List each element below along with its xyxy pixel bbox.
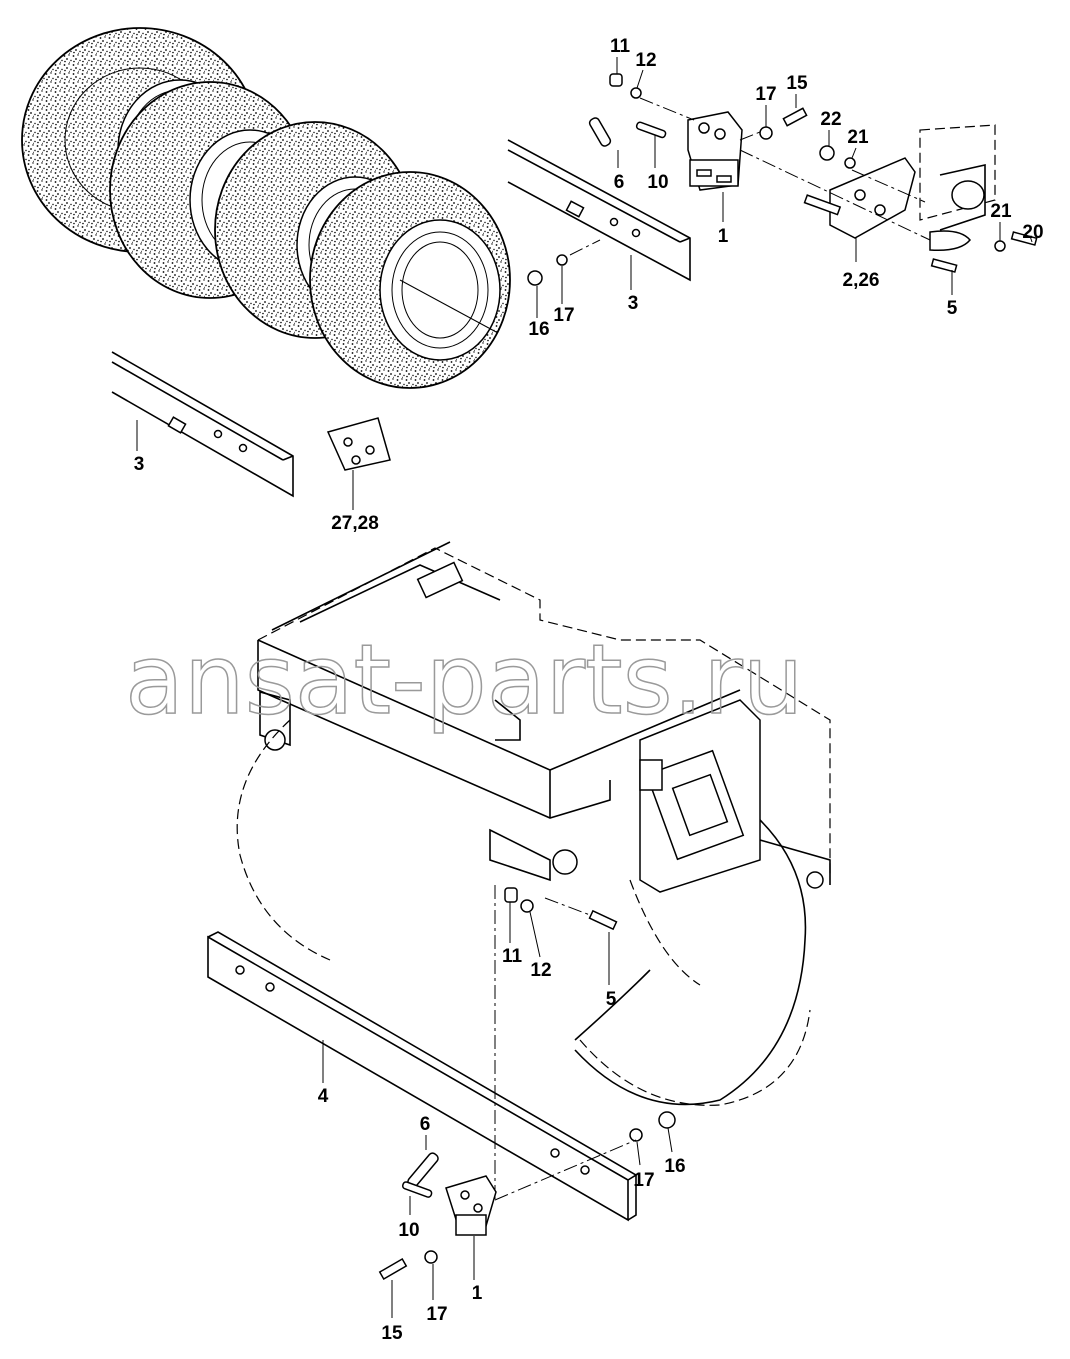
callout-22: 22	[820, 109, 841, 130]
leader-lines	[136, 57, 1033, 1318]
hinge-plate-frame	[639, 699, 831, 893]
scraper-bar-bottom	[207, 931, 638, 1222]
callout-17-bottom-right: 17	[633, 1170, 654, 1191]
callout-16-mid: 16	[528, 319, 549, 340]
callout-17-mid: 17	[553, 305, 574, 326]
frame-phantom	[257, 541, 831, 882]
callout-11-top: 11	[610, 36, 631, 57]
callout-5-top: 5	[947, 298, 958, 319]
scraper-bar-top	[507, 139, 691, 282]
hinge-bracket-top	[687, 111, 743, 191]
callout-labels: 11 12 6 10 1 17 15 22 21 21 20 2,26 5 3 …	[134, 36, 1044, 1344]
callout-16-bottom: 16	[664, 1156, 685, 1177]
callout-10-bottom: 10	[398, 1220, 419, 1241]
callout-17-top: 17	[755, 84, 776, 105]
callout-6-bottom: 6	[420, 1114, 431, 1135]
scraper-bar-left	[111, 351, 294, 498]
callout-11-bottom: 11	[502, 946, 523, 967]
callout-5-bottom: 5	[606, 989, 617, 1010]
callout-2-26: 2,26	[843, 270, 880, 291]
tire-4	[309, 171, 511, 389]
callout-17-bottom: 17	[426, 1304, 447, 1325]
assembly-lines-top	[569, 97, 931, 256]
callout-3-mid: 3	[628, 293, 639, 314]
callout-12-bottom: 12	[530, 960, 551, 981]
tire-stack	[21, 27, 511, 389]
callout-12-top: 12	[635, 50, 656, 71]
callout-1-top: 1	[718, 226, 729, 247]
watermark-text: ansat-parts.ru	[125, 624, 804, 736]
hinge-bracket-bottom	[378, 1111, 676, 1280]
callout-4: 4	[318, 1086, 329, 1107]
callout-15-top: 15	[786, 73, 808, 94]
frame-stub-top	[919, 124, 996, 231]
plate-27-28	[326, 417, 391, 471]
callout-21-b: 21	[990, 201, 1012, 222]
callout-27-28: 27,28	[331, 513, 379, 534]
callout-20: 20	[1022, 222, 1043, 243]
callout-10-top: 10	[647, 172, 668, 193]
pins-and-fasteners-top	[527, 73, 1038, 286]
pins-and-fasteners-mid	[494, 885, 618, 1200]
drum-phantom	[236, 719, 811, 1106]
callout-1-bottom: 1	[472, 1283, 483, 1304]
callout-3-left: 3	[134, 454, 145, 475]
pivot-arm-2-26	[803, 157, 971, 252]
callout-6-top: 6	[614, 172, 625, 193]
callout-21-a: 21	[847, 127, 869, 148]
callout-15-bottom: 15	[381, 1323, 403, 1344]
